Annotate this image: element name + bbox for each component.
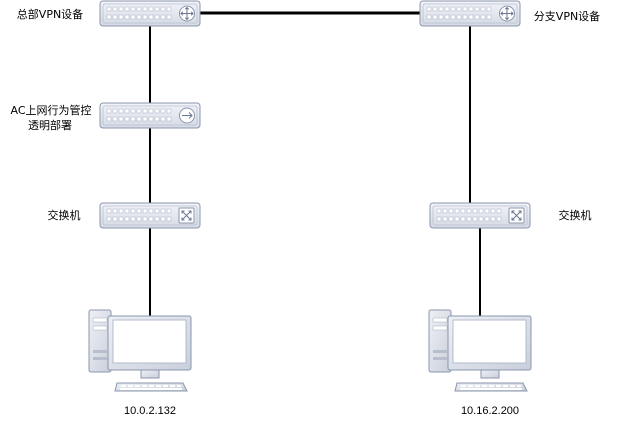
label-ac-line2: 透明部署 bbox=[28, 118, 72, 132]
switch-left-device[interactable] bbox=[99, 202, 201, 229]
links bbox=[149, 11, 481, 318]
label-ip-left: 10.0.2.132 bbox=[124, 405, 176, 417]
pc-right[interactable] bbox=[428, 309, 532, 392]
hq-vpn-device[interactable] bbox=[99, 0, 201, 27]
label-switch-left: 交换机 bbox=[48, 208, 81, 222]
computer-icon bbox=[88, 309, 192, 392]
router-icon bbox=[179, 5, 195, 22]
pc-left[interactable] bbox=[88, 309, 192, 392]
ac-device[interactable] bbox=[99, 102, 201, 129]
switch-right-device[interactable] bbox=[429, 202, 531, 229]
branch-vpn-device[interactable] bbox=[419, 0, 521, 27]
arrow-right-icon bbox=[179, 107, 195, 124]
label-switch-right: 交换机 bbox=[559, 208, 592, 222]
label-hq-vpn: 总部VPN设备 bbox=[17, 7, 83, 21]
router-icon bbox=[499, 5, 515, 22]
switch-cross-icon bbox=[508, 207, 525, 224]
label-branch-vpn: 分支VPN设备 bbox=[534, 9, 600, 23]
label-ip-right: 10.16.2.200 bbox=[461, 405, 519, 417]
computer-icon bbox=[428, 309, 532, 392]
label-ac-line1: AC上网行为管控 bbox=[10, 103, 91, 117]
switch-cross-icon bbox=[178, 207, 195, 224]
